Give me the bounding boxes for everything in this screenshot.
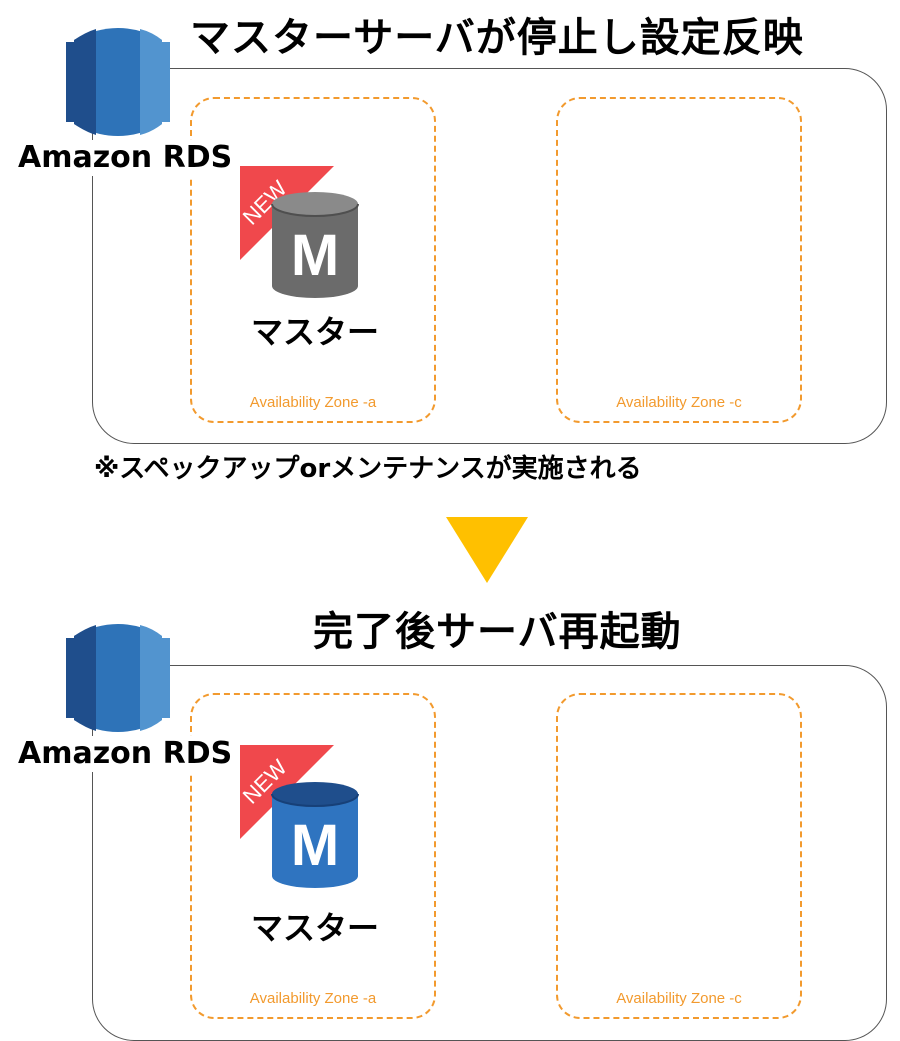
master-letter: M [291,223,339,288]
top-rds-label: Amazon RDS [18,140,233,176]
amazon-rds-icon [66,28,170,136]
down-arrow-icon [446,517,528,583]
bottom-master-label: マスター [251,909,380,947]
top-master-label: マスター [251,313,380,351]
zone-c-label: Availability Zone -c [616,394,742,411]
top-title: マスターサーバが停止し設定反映 [190,15,804,61]
top-rds-panel [92,68,887,444]
master-letter: M [291,813,339,878]
bottom-title: 完了後サーバ再起動 [313,609,682,655]
zone-c-label: Availability Zone -c [616,990,742,1007]
zone-a-label: Availability Zone -a [249,394,377,411]
top-zone-a: Availability Zone -a [190,97,436,423]
bottom-rds-panel [92,665,887,1041]
bottom-rds-label: Amazon RDS [18,736,233,772]
maintenance-note: ※スペックアップorメンテナンスが実施される [94,454,642,484]
amazon-rds-icon [66,624,170,732]
top-zone-c: Availability Zone -c [556,97,802,423]
master-db-icon: M [271,192,359,298]
zone-a-label: Availability Zone -a [249,990,377,1007]
bottom-zone-a: Availability Zone -a [190,693,436,1019]
master-db-icon: M [271,782,359,888]
bottom-zone-c: Availability Zone -c [556,693,802,1019]
